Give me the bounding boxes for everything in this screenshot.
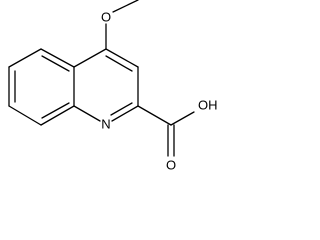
bond-c6-c5	[40, 48, 75, 68]
double-bond-c2-n1-inner	[110, 102, 133, 116]
bond-c8a-c8	[8, 105, 42, 126]
double-bond-c4a-c8a-inner	[41, 102, 70, 119]
bond-o-ch3	[112, 0, 139, 13]
pyridine-ring	[73, 48, 139, 122]
atom-label-o-carbonyl: O	[166, 157, 176, 172]
bond-c7-c6	[8, 48, 42, 68]
bond-ccooh-oh	[170, 111, 195, 126]
bond-c2-n1	[111, 105, 139, 122]
double-bond-c6-c5-inner	[41, 55, 70, 72]
atom-label-n1: N	[101, 116, 110, 131]
bond-n1-c8a	[73, 105, 101, 122]
bond-c5-c4	[73, 48, 107, 68]
benzene-ring	[8, 48, 75, 126]
bond-c2-ccooh	[137, 105, 172, 126]
carboxylic-acid-group: OH O	[137, 97, 218, 172]
bond-c4-c3	[105, 48, 139, 68]
atom-label-oh: OH	[198, 97, 218, 112]
atom-label-o-methoxy: O	[101, 9, 111, 24]
bond-c4a-c8a	[40, 105, 75, 126]
chemical-structure-diagram: O N OH O	[8, 0, 218, 172]
methoxy-group: O	[101, 0, 139, 50]
double-bond-c4-c3-inner	[105, 55, 133, 72]
